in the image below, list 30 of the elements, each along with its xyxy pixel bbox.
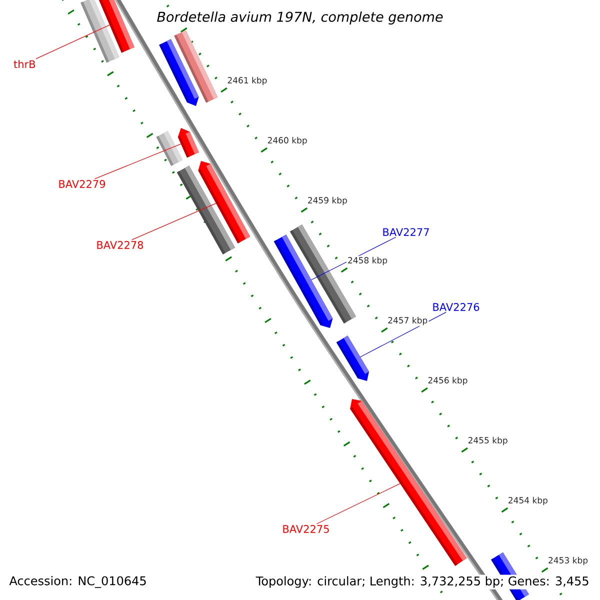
accession-text: Accession: NC_010645 <box>9 576 146 588</box>
gene-bar <box>156 131 183 166</box>
title: Bordetella avium 197N, complete genome <box>156 10 444 26</box>
summary-text: Topology: circular; Length: 3,732,255 bp; Genes: 3,455 <box>254 574 591 590</box>
gene-label: thrB <box>14 60 36 68</box>
tick-label: 2461 kbp <box>226 76 268 86</box>
gene-label: BAV2279 <box>59 180 106 188</box>
gene-bar <box>80 0 120 63</box>
tick-label: 2460 kbp <box>266 136 308 146</box>
leader-line <box>316 483 400 524</box>
tick-label: 2457 kbp <box>386 316 429 326</box>
gene-bar <box>350 399 467 566</box>
tick-label: 2454 kbp <box>506 496 549 506</box>
gene-bar <box>176 166 236 254</box>
leader-line <box>132 203 216 240</box>
leader-line <box>360 312 446 358</box>
tick-label: 2455 kbp <box>466 436 509 446</box>
gene-bar <box>178 128 199 158</box>
gene-bar <box>336 336 370 381</box>
tick-label: 2458 kbp <box>346 256 389 266</box>
leader-line <box>36 24 110 60</box>
gene-label: BAV2278 <box>97 241 144 249</box>
leader-line <box>94 144 182 180</box>
tick-label: 2456 kbp <box>426 376 469 386</box>
gene-label: BAV2275 <box>283 525 329 533</box>
tick-label: 2453 kbp <box>547 556 590 566</box>
gene-label: BAV2277 <box>383 228 429 236</box>
gene-bar <box>174 30 218 103</box>
gene-label: BAV2276 <box>433 303 480 311</box>
tick-label: 2459 kbp <box>306 196 348 206</box>
